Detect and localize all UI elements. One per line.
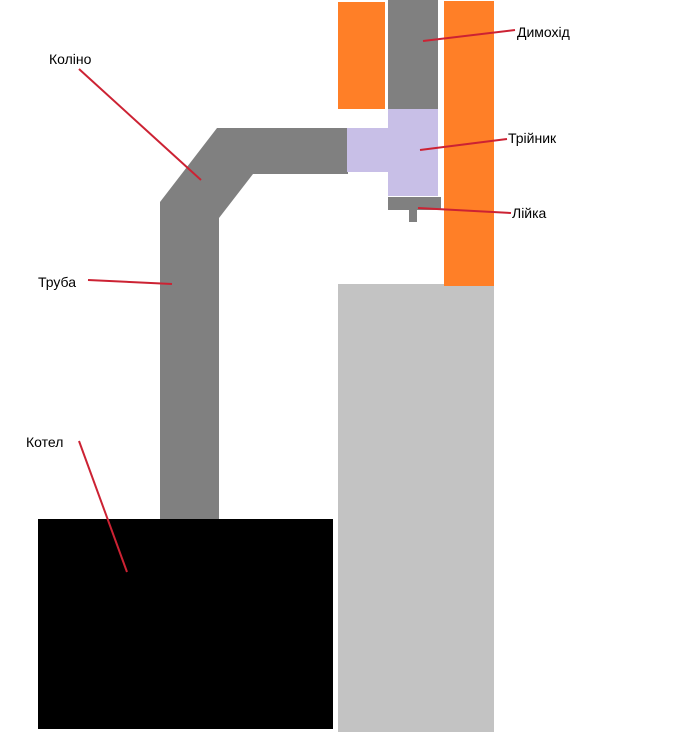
- tee-fitting: [347, 109, 438, 196]
- funnel: [388, 197, 441, 210]
- chimney-wall: [338, 284, 494, 732]
- leader-line-chimney: [422, 29, 516, 42]
- brick-block-left: [338, 2, 385, 109]
- label-funnel: Лійка: [512, 205, 547, 221]
- leader-line-boiler: [78, 440, 128, 573]
- funnel-spout: [409, 208, 417, 222]
- boiler: [38, 519, 333, 729]
- label-elbow: Коліно: [49, 51, 92, 67]
- leader-line-pipe: [87, 279, 173, 285]
- label-pipe: Труба: [38, 274, 76, 290]
- chimney-pipe: [388, 0, 438, 112]
- leader-line-funnel: [417, 207, 512, 214]
- label-boiler: Котел: [26, 434, 63, 450]
- label-chimney: Димохід: [517, 24, 570, 40]
- label-tee: Трійник: [508, 130, 557, 146]
- leader-line-elbow: [78, 68, 202, 181]
- connector-pipe: [160, 128, 348, 520]
- leader-line-tee: [419, 138, 508, 151]
